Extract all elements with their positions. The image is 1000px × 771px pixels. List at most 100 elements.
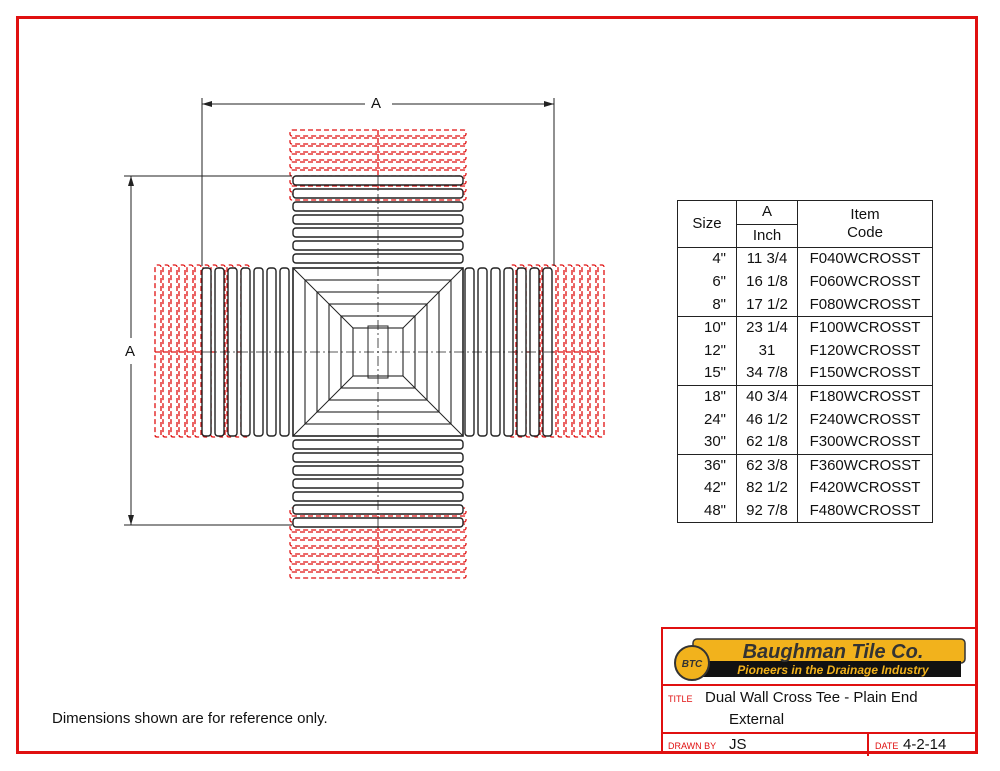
cell-inch: 17 1/2	[736, 293, 798, 317]
cell-code: F360WCROSST	[797, 454, 933, 478]
logo-badge-text: BTC	[682, 659, 703, 670]
dimension-arrow	[544, 101, 554, 107]
reference-corrugation	[289, 137, 467, 145]
reference-corrugation	[178, 264, 186, 438]
cell-code: F300WCROSST	[797, 430, 933, 455]
reference-corrugation	[289, 153, 467, 161]
cell-size: 6"	[677, 270, 737, 294]
header-a: A	[736, 200, 798, 225]
reference-corrugation	[289, 555, 467, 563]
cell-code: F100WCROSST	[797, 316, 933, 340]
date-value: 4-2-14	[903, 736, 947, 753]
reference-note: Dimensions shown are for reference only.	[52, 710, 328, 727]
cell-size: 8"	[677, 293, 737, 317]
cell-code: F420WCROSST	[797, 477, 933, 500]
reference-corrugation	[170, 264, 178, 438]
header-item-line1: Item	[850, 206, 880, 224]
cell-inch: 62 3/8	[736, 454, 798, 478]
reference-corrugation	[162, 264, 170, 438]
cell-inch: 82 1/2	[736, 477, 798, 500]
reference-corrugation	[186, 264, 194, 438]
reference-corrugation	[581, 264, 589, 438]
reference-corrugation	[289, 145, 467, 153]
cell-inch: 40 3/4	[736, 385, 798, 409]
cell-code: F240WCROSST	[797, 408, 933, 431]
title-cell: TITLE Dual Wall Cross Tee - Plain End Ex…	[663, 686, 978, 734]
reference-corrugation	[557, 264, 565, 438]
dimension-a-vertical-label: A	[125, 343, 136, 360]
reference-corrugation	[289, 547, 467, 555]
header-item-line2: Code	[847, 224, 883, 242]
cell-inch: 11 3/4	[736, 247, 798, 271]
reference-corrugation	[194, 264, 202, 438]
reference-corrugation	[565, 264, 573, 438]
hub-diagonal	[402, 375, 464, 437]
reference-corrugation	[573, 264, 581, 438]
cell-code: F080WCROSST	[797, 293, 933, 317]
dimension-a-horizontal-label: A	[371, 95, 382, 112]
cell-size: 36"	[677, 454, 737, 478]
company-logo: BTC Baughman Tile Co. Pioneers in the Dr…	[663, 629, 978, 686]
reference-corrugation	[289, 563, 467, 571]
reference-corrugation	[154, 264, 162, 438]
cell-inch: 46 1/2	[736, 408, 798, 431]
dimension-arrow	[202, 101, 212, 107]
dimension-arrow	[128, 176, 134, 186]
cell-size: 30"	[677, 430, 737, 455]
cell-size: 48"	[677, 499, 737, 524]
title-line1: Dual Wall Cross Tee - Plain End	[705, 689, 918, 706]
cell-inch: 34 7/8	[736, 362, 798, 386]
drawn-by-label: DRAWN BY	[668, 741, 717, 751]
logo-company-text: Baughman Tile Co.	[743, 641, 924, 663]
cell-size: 42"	[677, 477, 737, 500]
cell-inch: 62 1/8	[736, 430, 798, 455]
cell-inch: 23 1/4	[736, 316, 798, 340]
cell-inch: 16 1/8	[736, 270, 798, 294]
reference-corrugation	[289, 539, 467, 547]
reference-corrugation	[289, 531, 467, 539]
cell-size: 18"	[677, 385, 737, 409]
cell-code: F480WCROSST	[797, 499, 933, 524]
logo-tagline-text: Pioneers in the Drainage Industry	[737, 663, 930, 677]
cell-code: F180WCROSST	[797, 385, 933, 409]
reference-corrugation	[597, 264, 605, 438]
reference-corrugation	[289, 571, 467, 579]
cell-inch: 92 7/8	[736, 499, 798, 524]
logo-graphic: BTC Baughman Tile Co. Pioneers in the Dr…	[674, 638, 966, 681]
header-size: Size	[677, 199, 737, 249]
header-item-code: Item Code	[797, 199, 933, 249]
cell-inch: 31	[736, 339, 798, 363]
cell-size: 4"	[677, 247, 737, 271]
cell-size: 24"	[677, 408, 737, 431]
hub-diagonal	[292, 375, 354, 437]
title-line2: External	[729, 711, 785, 728]
cell-size: 12"	[677, 339, 737, 363]
date-label: DATE	[875, 741, 899, 751]
cell-code: F060WCROSST	[797, 270, 933, 294]
hub-diagonal	[402, 267, 464, 329]
header-inch: Inch	[736, 223, 798, 249]
reference-corrugation	[289, 161, 467, 169]
cell-code: F040WCROSST	[797, 247, 933, 271]
title-label: TITLE	[668, 694, 693, 704]
drawn-by-cell: DRAWN BY JS	[663, 734, 869, 756]
drawn-by-value: JS	[729, 736, 747, 753]
hub-diagonal	[292, 267, 354, 329]
sheet-border	[16, 16, 978, 754]
cell-code: F120WCROSST	[797, 339, 933, 363]
cell-code: F150WCROSST	[797, 362, 933, 386]
reference-corrugation	[289, 129, 467, 137]
cell-size: 10"	[677, 316, 737, 340]
date-cell: DATE 4-2-14	[869, 734, 980, 756]
